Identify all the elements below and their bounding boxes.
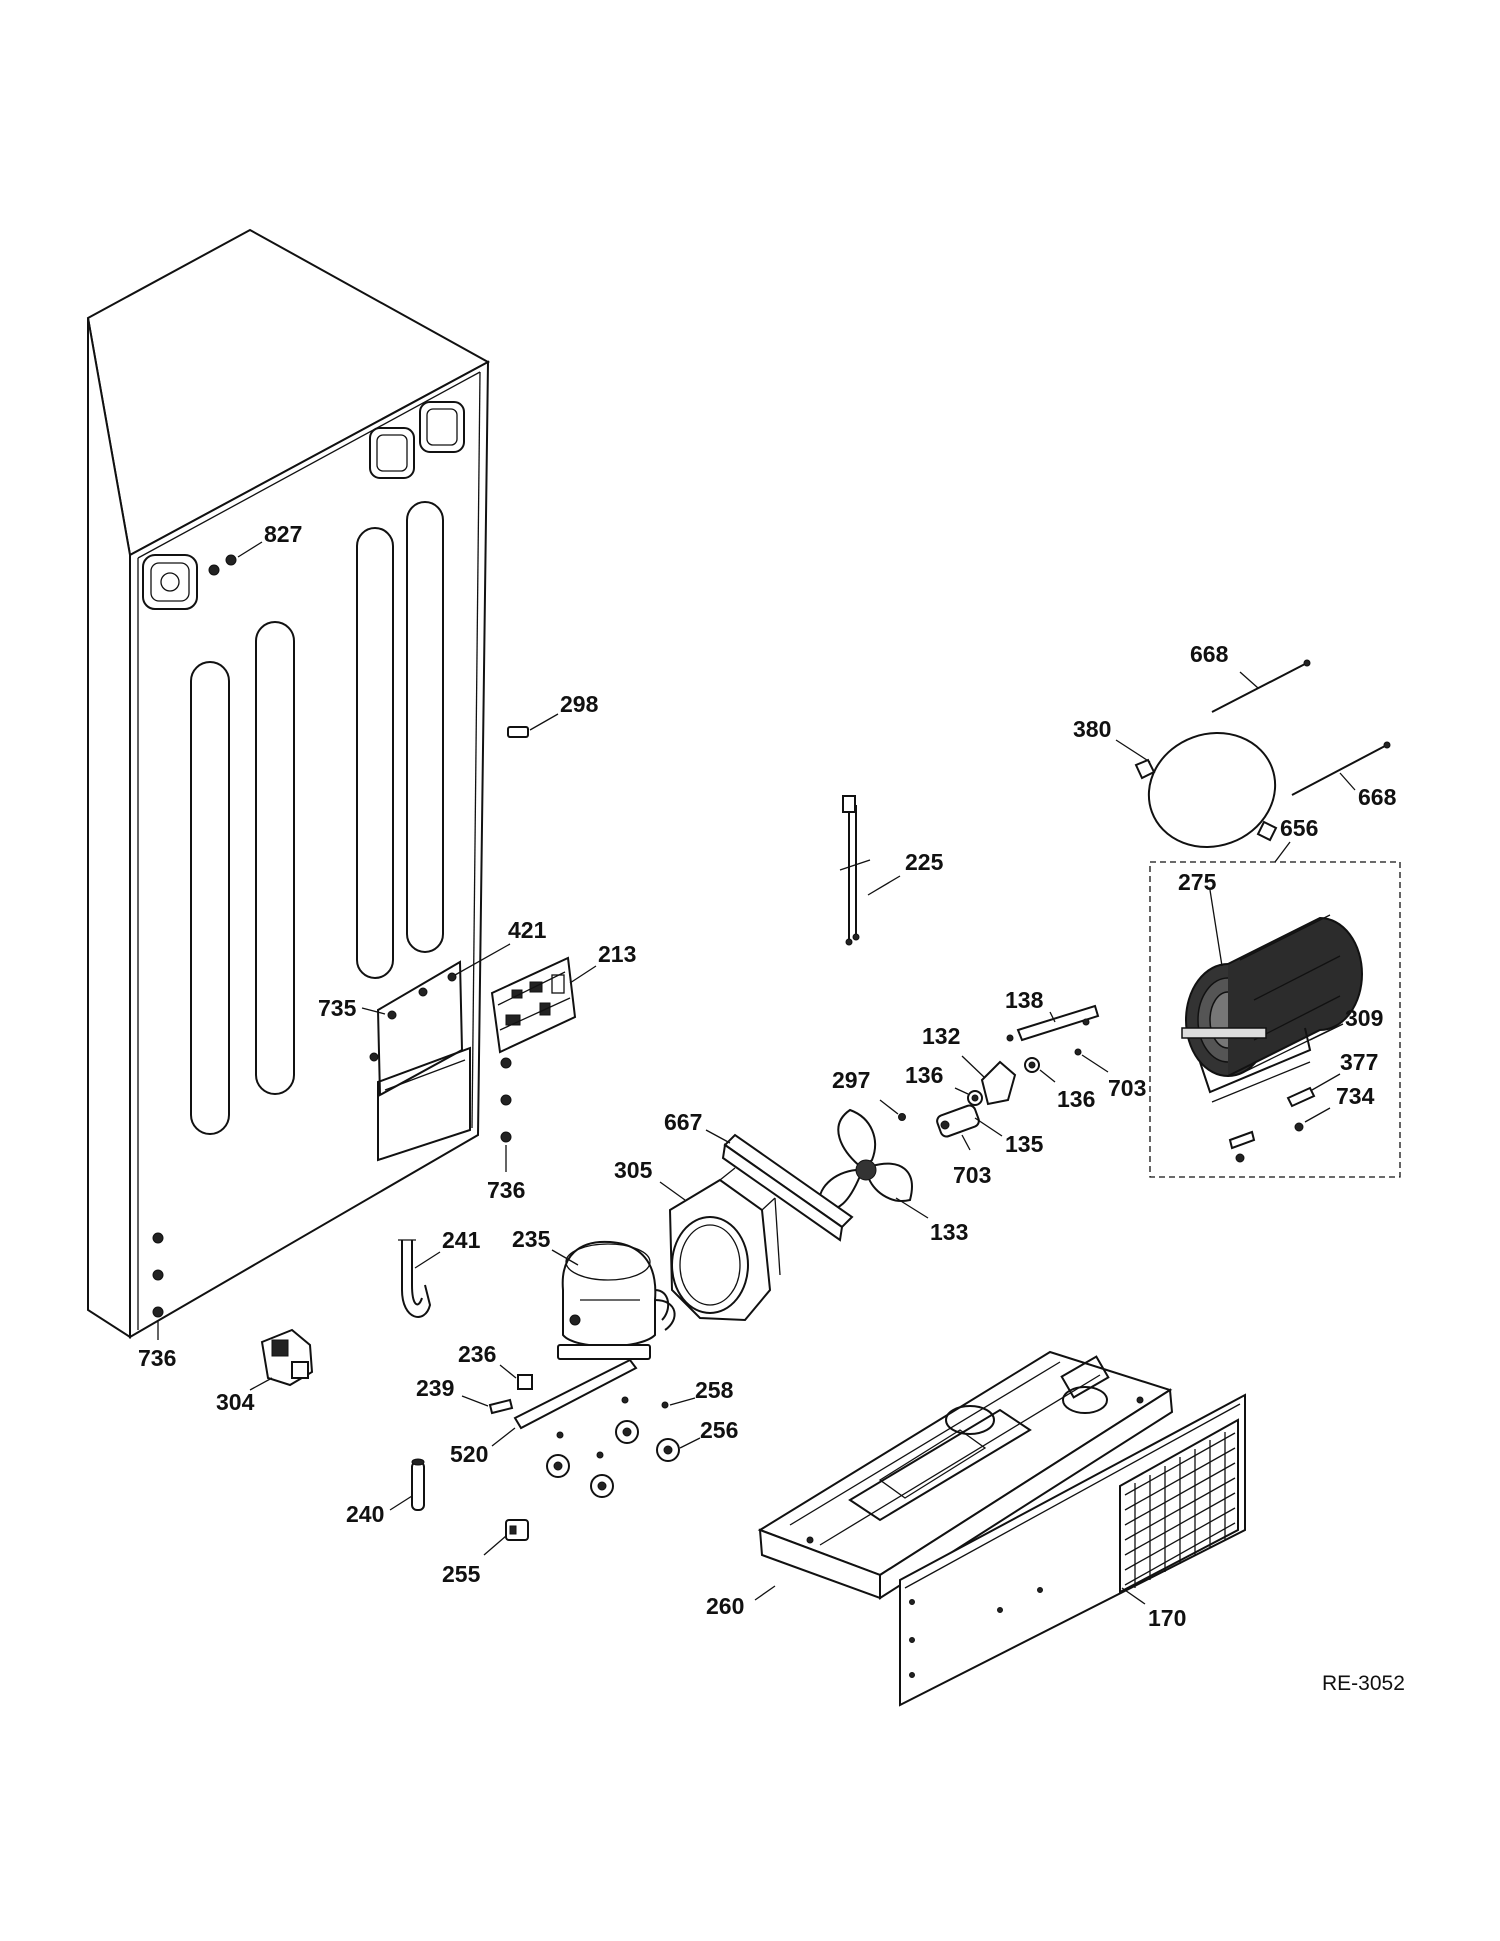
grommet-136 xyxy=(967,1057,1040,1106)
label-736-left: 736 xyxy=(138,1345,176,1371)
label-241: 241 xyxy=(442,1227,481,1253)
harness-225 xyxy=(839,795,871,946)
label-255: 255 xyxy=(442,1561,481,1587)
clip-298 xyxy=(507,726,529,738)
label-734: 734 xyxy=(1336,1083,1375,1109)
clip-377 xyxy=(1286,1086,1316,1108)
screw-827 xyxy=(208,554,237,576)
capacitor-240 xyxy=(411,1458,425,1511)
label-136-right: 136 xyxy=(1057,1086,1095,1112)
label-235: 235 xyxy=(512,1226,551,1252)
clip-258 xyxy=(556,1396,669,1459)
bracket-138 xyxy=(1006,1004,1100,1042)
label-668-bottom: 668 xyxy=(1358,784,1397,810)
refrigerator-cabinet xyxy=(86,228,491,1339)
label-827: 827 xyxy=(264,521,302,547)
fan-shroud-305 xyxy=(668,1167,781,1322)
label-240: 240 xyxy=(346,1501,384,1527)
screw-734 xyxy=(1228,1122,1304,1163)
label-236: 236 xyxy=(458,1341,496,1367)
label-380: 380 xyxy=(1073,716,1111,742)
motor-bracket-132 xyxy=(980,1060,1017,1106)
rear-access-panel-170 xyxy=(899,1393,1246,1707)
label-656: 656 xyxy=(1280,815,1318,841)
screw-297 xyxy=(898,1113,906,1121)
clip-239 xyxy=(488,1398,514,1415)
label-239: 239 xyxy=(416,1375,454,1401)
compressor-235 xyxy=(557,1240,676,1360)
cabinet-screw xyxy=(152,1232,164,1318)
water-valve-304 xyxy=(260,1328,314,1387)
reference-code: RE-3052 xyxy=(1322,1672,1405,1695)
label-298: 298 xyxy=(560,691,599,717)
label-309: 309 xyxy=(1345,1005,1383,1031)
label-256: 256 xyxy=(700,1417,738,1443)
control-board-213 xyxy=(490,956,577,1054)
cover-plate-421 xyxy=(369,960,464,1097)
label-297: 297 xyxy=(832,1067,870,1093)
label-138: 138 xyxy=(1005,987,1044,1013)
grommet-256 xyxy=(546,1420,680,1498)
machine-compartment-260 xyxy=(757,1350,1174,1600)
bracket-309 xyxy=(1199,1027,1312,1103)
screw-736 xyxy=(500,1057,512,1143)
label-225: 225 xyxy=(905,849,944,875)
label-667: 667 xyxy=(664,1109,702,1135)
label-703-left: 703 xyxy=(953,1162,991,1188)
label-735: 735 xyxy=(318,995,357,1021)
label-275: 275 xyxy=(1178,869,1217,895)
cable-tie-668 xyxy=(1211,659,1391,796)
relay-236 xyxy=(517,1374,533,1390)
condenser-coil-275 xyxy=(1181,914,1363,1077)
label-258: 258 xyxy=(695,1377,734,1403)
label-135: 135 xyxy=(1005,1131,1044,1157)
label-305: 305 xyxy=(614,1157,653,1183)
fan-motor-135 xyxy=(936,1104,980,1138)
label-421: 421 xyxy=(508,917,547,943)
label-136-left: 136 xyxy=(905,1062,943,1088)
fan-cover-380 xyxy=(1134,732,1278,848)
label-520: 520 xyxy=(450,1441,488,1467)
fan-blade-133 xyxy=(818,1108,913,1211)
label-170: 170 xyxy=(1148,1605,1186,1631)
label-260: 260 xyxy=(706,1593,744,1619)
foam-strip-667 xyxy=(721,1133,854,1242)
drain-tube-241 xyxy=(398,1239,432,1318)
overload-255 xyxy=(505,1519,529,1541)
label-703-right: 703 xyxy=(1108,1075,1146,1101)
label-304: 304 xyxy=(216,1389,255,1415)
label-668-top: 668 xyxy=(1190,641,1229,667)
label-377: 377 xyxy=(1340,1049,1378,1075)
label-132: 132 xyxy=(922,1023,960,1049)
mounting-rail-520 xyxy=(513,1358,638,1430)
label-133: 133 xyxy=(930,1219,968,1245)
label-736-right: 736 xyxy=(487,1177,525,1203)
label-213: 213 xyxy=(598,941,636,967)
